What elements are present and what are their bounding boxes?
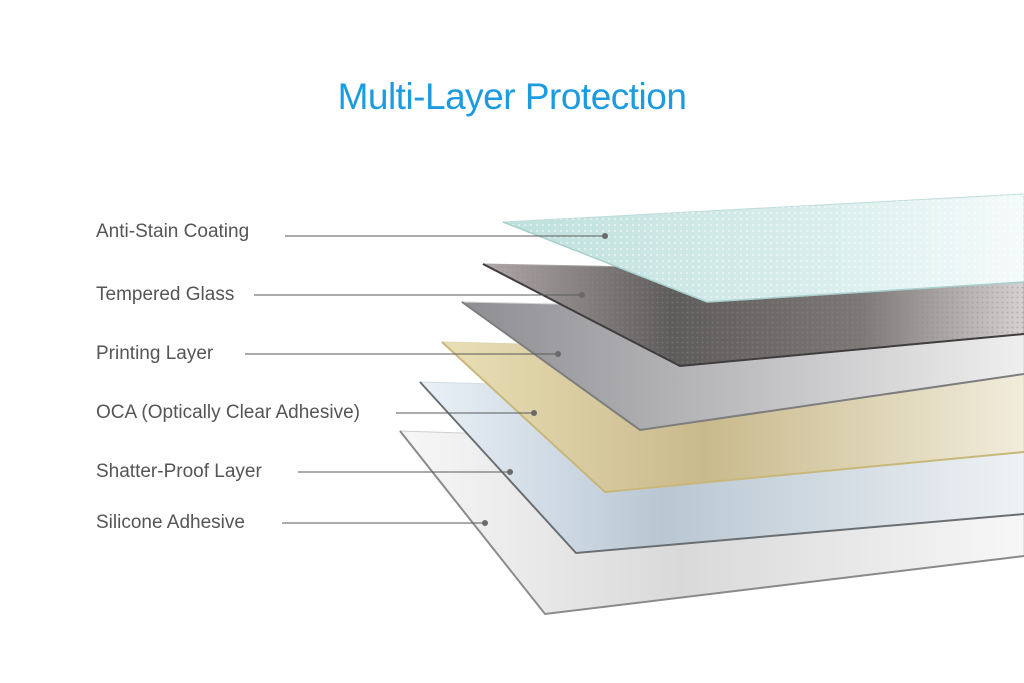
leader-dot-oca [531,410,537,416]
leader-dot-silicone [482,520,488,526]
label-printing-layer: Printing Layer [96,343,214,364]
label-anti-stain-coating: Anti-Stain Coating [96,221,250,242]
label-silicone-adhesive: Silicone Adhesive [96,512,245,533]
leader-dot-printing [555,351,561,357]
diagram-title: Multi-Layer Protection [337,76,687,117]
leader-dot-shatter-proof [507,469,513,475]
label-oca: OCA (Optically Clear Adhesive) [96,402,360,423]
layer-anti-stain [502,193,1024,303]
leader-lines [245,233,608,526]
leader-dot-tempered-glass [579,292,585,298]
label-tempered-glass: Tempered Glass [96,284,235,305]
leader-dot-anti-stain [602,233,608,239]
label-shatter-proof-layer: Shatter-Proof Layer [96,461,262,482]
